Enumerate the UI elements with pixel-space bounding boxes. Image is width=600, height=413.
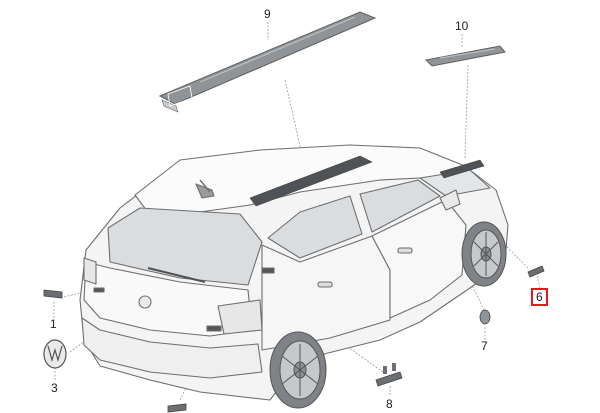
rear-badge-mounted xyxy=(93,287,105,293)
callout-1: 1 xyxy=(50,317,57,331)
roof-trim-strip-9 xyxy=(158,11,377,113)
rear-emblem-mounted xyxy=(138,295,152,309)
callout-10: 10 xyxy=(455,19,469,33)
leader-8b xyxy=(344,344,384,373)
leader-10b xyxy=(464,64,469,159)
rear-side-window xyxy=(267,195,363,259)
callout-8: 8 xyxy=(386,397,393,411)
roof-trim-panel-10 xyxy=(424,45,506,67)
callout-7: 7 xyxy=(481,339,488,353)
rear-wheel xyxy=(269,331,327,409)
emblem-part-3 xyxy=(43,339,67,369)
front-wheel xyxy=(461,221,507,287)
front-roof-trim-mounted xyxy=(439,159,485,179)
right-tail-light xyxy=(217,299,263,335)
side-badge-mounted xyxy=(261,267,275,274)
car-body xyxy=(79,144,509,401)
callout-9: 9 xyxy=(264,7,271,21)
cap-part-7 xyxy=(479,309,491,325)
rear-wiper xyxy=(147,267,206,283)
badge-part-6 xyxy=(527,265,545,278)
rear-model-badge-mounted xyxy=(206,325,222,332)
bracket-part-8 xyxy=(375,363,403,387)
front-side-window xyxy=(359,179,441,233)
side-mirror xyxy=(439,189,461,211)
roof-trim-mounted xyxy=(249,155,373,207)
badge-part-lower xyxy=(167,403,187,413)
rear-door-handle xyxy=(317,281,333,288)
leader-6 xyxy=(536,275,541,289)
badge-part-1 xyxy=(43,289,63,299)
leader-1b xyxy=(63,289,93,298)
left-tail-light xyxy=(83,257,97,285)
leader-lower xyxy=(179,339,211,401)
callout-3: 3 xyxy=(51,381,58,395)
callout-6-highlighted: 6 xyxy=(531,288,548,306)
rear-window xyxy=(107,207,263,286)
rear-bumper xyxy=(81,317,263,379)
front-door-handle xyxy=(397,247,413,254)
